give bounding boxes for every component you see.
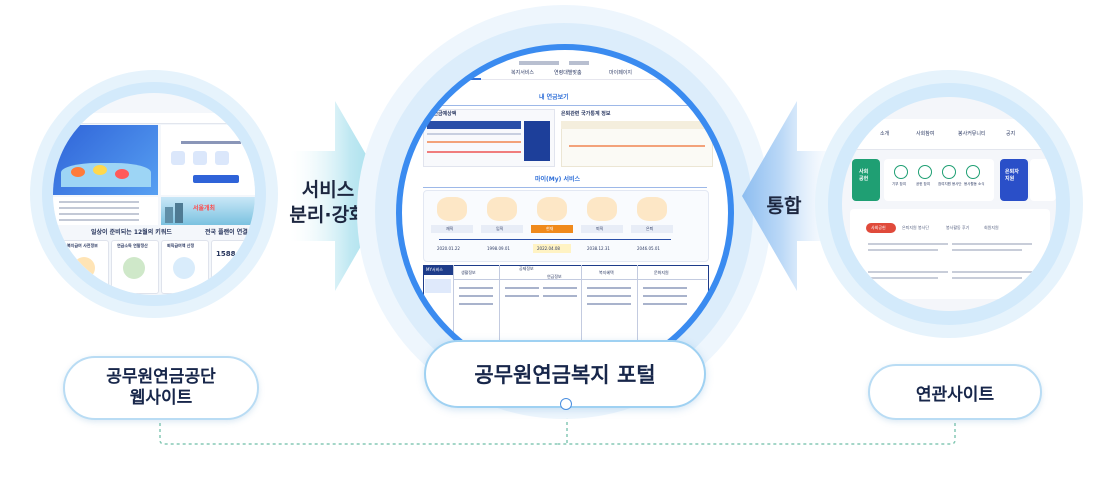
right-arrow-label: 통합 — [766, 195, 802, 217]
right-tab-3: 봉사활동 후기 — [946, 225, 970, 230]
right-arrow — [742, 101, 842, 291]
center-nav-1: 연금서비스 — [455, 70, 479, 76]
left-card-2: 연금소득 연말정산 — [117, 243, 148, 248]
center-portal-label-text: 공무원연금복지 포털 — [474, 363, 656, 387]
right-site-label: 연관사이트 — [868, 364, 1042, 420]
right-nav-4: 공지 — [1006, 131, 1016, 137]
left-banner-text: 서울개최 — [193, 205, 216, 212]
left-site-label-text: 공무원연금공단 웹사이트 — [106, 366, 216, 408]
center-connector-dot — [560, 398, 572, 410]
left-sub: 전국 플랜이 연결 — [205, 229, 248, 236]
right-tab-2: 은퇴지원 봉사단 — [902, 225, 930, 230]
right-sidebar-title: 사회 공헌 — [859, 169, 869, 182]
right-nav-2: 사회참여 — [916, 131, 935, 137]
center-ring — [396, 44, 734, 382]
right-icon-label-4: 봉사활동 소식 — [964, 182, 985, 186]
left-site-label: 공무원연금공단 웹사이트 — [63, 356, 259, 420]
right-icon-label-3: 참여지원 봉사단 — [938, 182, 962, 186]
right-tab-4: 회원지원 — [984, 225, 999, 230]
left-card-1: 복지급여 사전정보 — [67, 243, 98, 248]
left-arrow-label: 서비스 분리·강화 — [289, 179, 367, 226]
right-tab-1: 사회공헌 — [871, 225, 886, 230]
left-headline: 일상이 준비되는 12월의 키워드 — [91, 229, 172, 236]
right-sidebar-title-2: 은퇴자 지원 — [1005, 169, 1019, 182]
left-phone: 1588-4321 — [216, 250, 255, 258]
left-site-screenshot: 서울개최 일상이 준비되는 12월의 키워드 전국 플랜이 연결 복지급여 사전… — [53, 93, 255, 295]
right-icon-label-2: 공헌 참여 — [916, 182, 930, 186]
center-portal-label: 공무원연금복지 포털 — [424, 340, 706, 408]
right-site-label-text: 연관사이트 — [915, 384, 995, 405]
right-nav-1: 소개 — [880, 131, 890, 137]
left-card-3: 퇴직급여액 산정 — [167, 243, 195, 248]
right-icon-label-1: 기부 참여 — [892, 182, 906, 186]
right-nav-3: 봉사커뮤니티 — [958, 131, 986, 137]
left-arrow — [290, 101, 390, 291]
right-site-screenshot: 소개 사회참여 봉사커뮤니티 공지 사회 공헌 기부 참여 공헌 참여 참여지원… — [842, 97, 1056, 311]
